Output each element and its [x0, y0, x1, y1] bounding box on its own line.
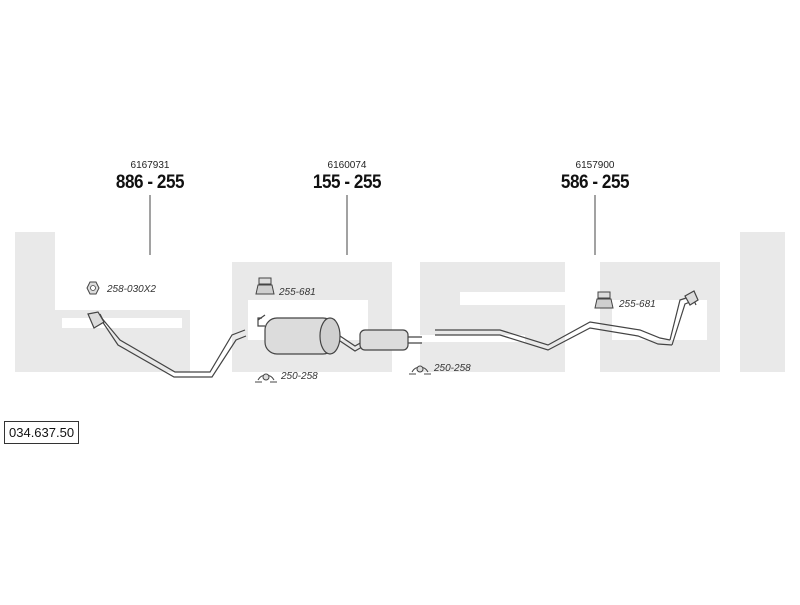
front-pipe-part	[87, 311, 247, 378]
accessory-label-nut: 258-030X2	[107, 284, 156, 295]
part-code-middle-silencer: 155 - 255	[312, 172, 382, 193]
middle-silencer-part	[257, 314, 422, 355]
rubber-mount-rear-icon	[594, 291, 614, 309]
rear-pipe-part	[435, 290, 699, 351]
document-number-box: 034.637.50	[4, 421, 80, 444]
rubber-mount-middle-icon	[255, 277, 275, 295]
accessory-label-clamp-right: 250-258	[434, 363, 471, 374]
nut-icon	[86, 281, 100, 295]
part-code-front-pipe: 886 - 255	[115, 172, 185, 193]
clamp-left-icon	[255, 373, 277, 383]
leader-lines	[149, 195, 596, 255]
accessory-label-mount-rear: 255-681	[619, 299, 656, 310]
accessory-label-mount-middle: 255-681	[279, 287, 316, 298]
part-oe-number-rear-pipe: 6157900	[575, 160, 615, 171]
accessory-label-clamp-left: 250-258	[281, 371, 318, 382]
clamp-right-icon	[409, 365, 431, 375]
part-oe-number-middle-silencer: 6160074	[327, 160, 367, 171]
part-code-rear-pipe: 586 - 255	[560, 172, 630, 193]
part-oe-number-front-pipe: 6167931	[130, 160, 170, 171]
